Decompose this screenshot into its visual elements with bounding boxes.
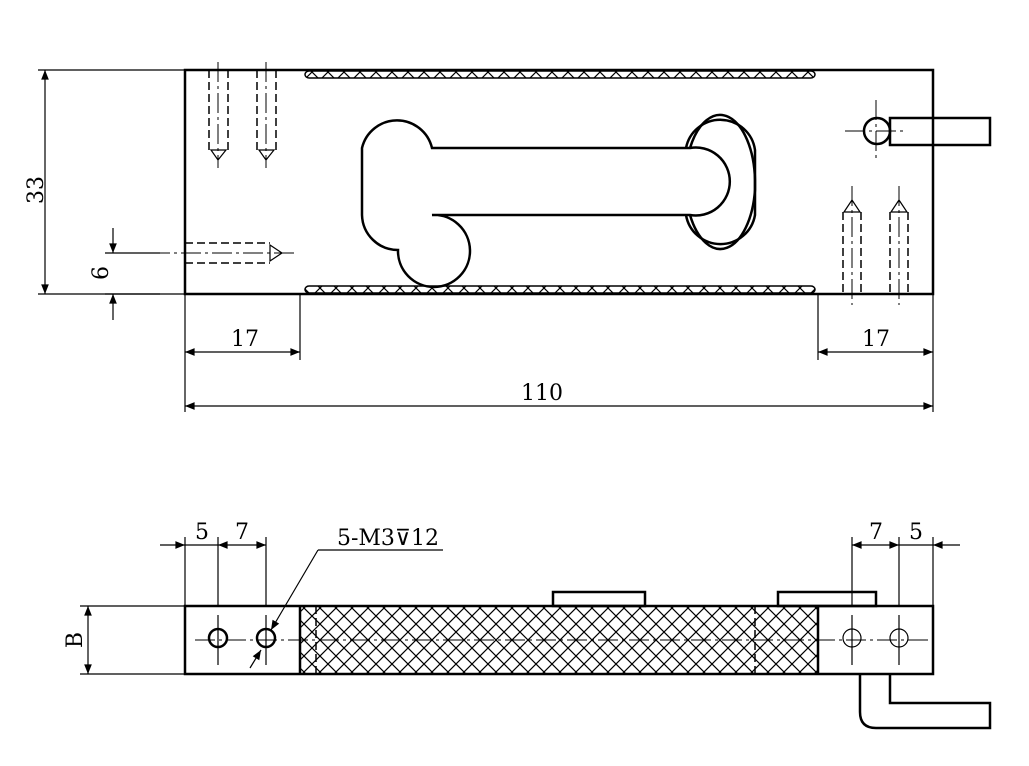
- dim-thickness-label: B: [63, 632, 88, 648]
- dim-right-band-label: 17: [862, 327, 890, 352]
- dim-left-band-label: 17: [231, 327, 259, 352]
- top-strain-band: [304, 70, 816, 79]
- right-threaded-holes: [842, 186, 909, 305]
- dumbbell-cutout: [360, 119, 731, 289]
- dim-hole-offset-label: 6: [89, 266, 114, 280]
- body-outline: [183, 68, 935, 296]
- cable-exit: [845, 100, 992, 162]
- top-view: 33 6 17 17 110: [24, 62, 992, 412]
- thread-callout-label: 5-M3⊽12: [337, 526, 439, 551]
- dim-length-label: 110: [521, 381, 563, 406]
- dim-left-pitch-label: 7: [235, 520, 249, 545]
- center-pad: [551, 590, 647, 608]
- thread-leader: [270, 549, 319, 631]
- left-threaded-holes: [208, 62, 277, 168]
- right-lobe-arc: [688, 113, 757, 251]
- side-holes: [207, 615, 909, 665]
- side-cable: [858, 674, 992, 730]
- bottom-strain-band: [304, 285, 816, 294]
- dim-height-label: 33: [24, 176, 49, 204]
- side-threaded-hole: [150, 242, 295, 264]
- dim-right-edge-label: 5: [909, 520, 923, 545]
- side-view: 5 7 7 5 5-M3⊽12 B: [63, 520, 992, 730]
- right-lobe-outer: [684, 118, 757, 246]
- dim-left-edge-label: 5: [195, 520, 209, 545]
- dim-right-pitch-label: 7: [869, 520, 883, 545]
- right-pad: [776, 590, 878, 608]
